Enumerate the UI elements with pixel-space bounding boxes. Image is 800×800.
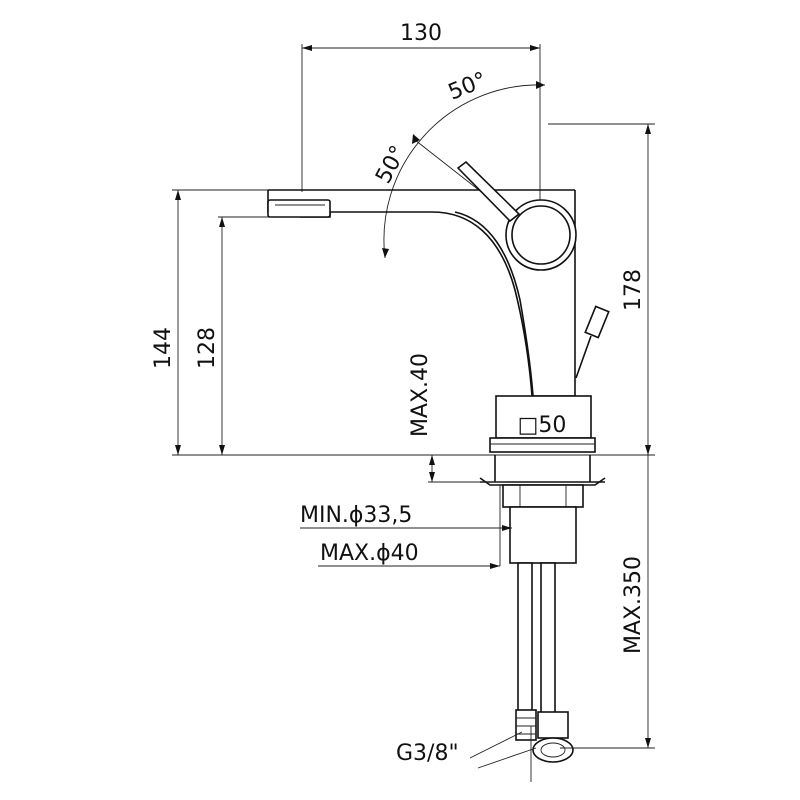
lift-rod	[575, 305, 610, 379]
dim-height-right: 178	[548, 123, 655, 455]
dim-label-thread: G3/8"	[396, 741, 459, 766]
dim-label-min-hole: MIN.ϕ33,5	[300, 503, 412, 528]
dim-label-max40: MAX.40	[408, 353, 433, 437]
flex-hoses	[515, 562, 574, 782]
dim-label-178: 178	[621, 269, 646, 311]
dim-label-angle-left: 50°	[371, 142, 411, 188]
dim-hole-diameters: MIN.ϕ33,5 MAX.ϕ40	[300, 485, 512, 569]
dim-height-left: 144 128	[151, 189, 655, 456]
dim-label-angle-right: 50°	[445, 68, 491, 106]
base-flange	[479, 437, 606, 564]
dim-label-max350: MAX.350	[621, 556, 646, 654]
dim-max-deck: MAX.40	[408, 353, 505, 483]
dim-label-144: 144	[151, 327, 176, 369]
dim-label-square50: □50	[518, 413, 567, 438]
dim-label-130: 130	[400, 21, 442, 46]
faucet-body	[267, 160, 592, 439]
dim-label-128: 128	[195, 327, 220, 369]
dim-label-max-hole: MAX.ϕ40	[320, 541, 419, 566]
dim-width-top: 130	[301, 21, 541, 240]
dim-thread: G3/8"	[396, 731, 537, 769]
dim-max-hose: MAX.350	[560, 455, 655, 749]
